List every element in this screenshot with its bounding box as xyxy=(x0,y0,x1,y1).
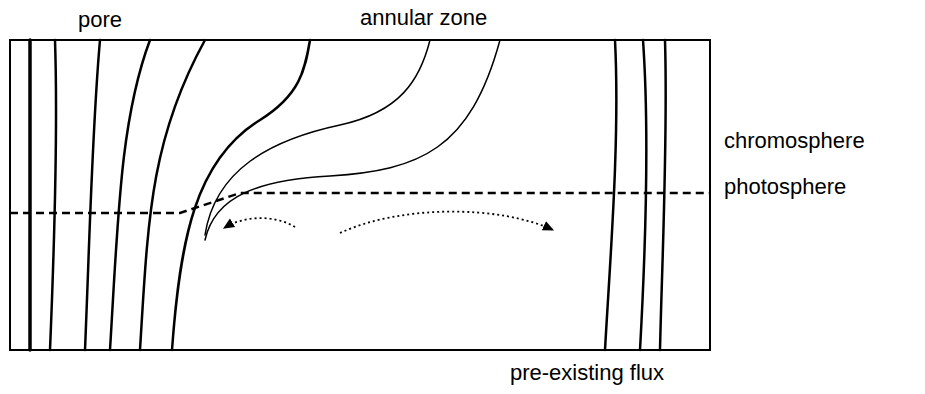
layer-label: chromosphere xyxy=(724,130,865,152)
region-label: pore xyxy=(78,9,122,31)
field-lines xyxy=(30,40,666,350)
photosphere-line xyxy=(10,193,710,213)
flow-arrow xyxy=(340,212,553,233)
region-label: pre-existing flux xyxy=(510,362,664,384)
layer-label: photosphere xyxy=(724,176,846,198)
flow-arrow xyxy=(224,218,295,228)
region-label: annular zone xyxy=(360,7,487,29)
frame xyxy=(10,40,710,350)
